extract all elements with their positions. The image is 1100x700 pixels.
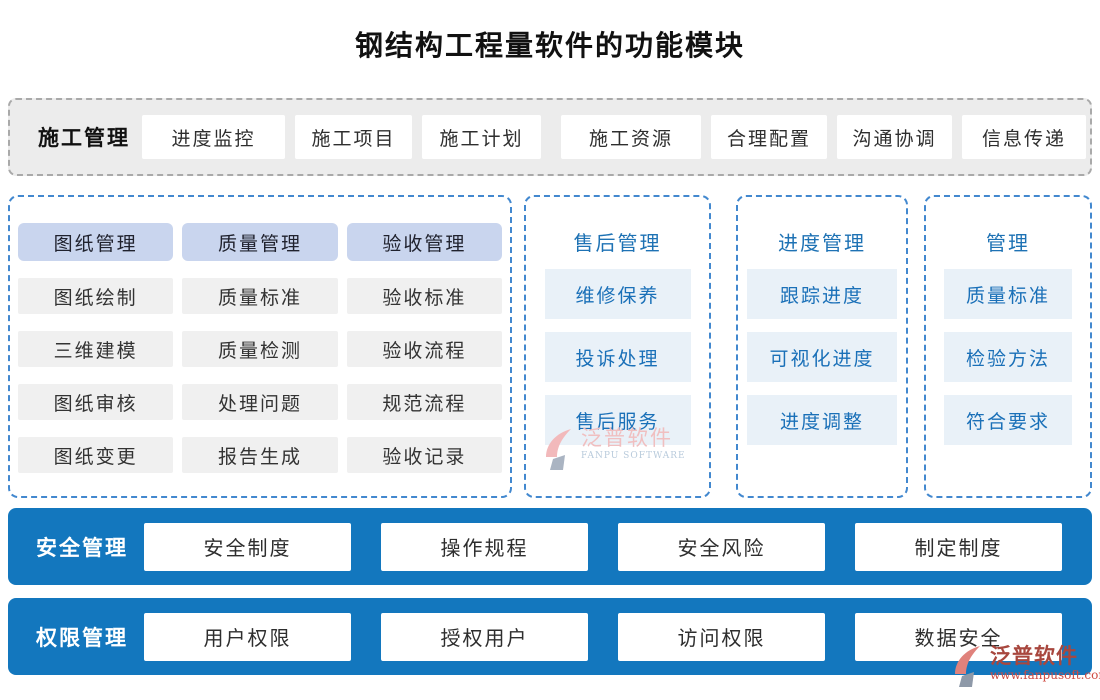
- button-meet-requirements[interactable]: 符合要求: [944, 395, 1072, 445]
- header-quality-management[interactable]: 质量管理: [182, 223, 338, 261]
- panel-management: 管理 质量标准 检验方法 符合要求: [924, 195, 1092, 498]
- button-track-progress[interactable]: 跟踪进度: [747, 269, 897, 319]
- button-complaint-handling[interactable]: 投诉处理: [544, 332, 691, 382]
- drawing-grid: 图纸管理 质量管理 验收管理 图纸绘制 质量标准 验收标准 三维建模 质量检测 …: [18, 223, 502, 473]
- button-user-permissions[interactable]: 用户权限: [144, 612, 351, 661]
- button-acceptance-standard[interactable]: 验收标准: [346, 278, 502, 314]
- panel-progress-management: 进度管理 跟踪进度 可视化进度 进度调整: [736, 195, 908, 498]
- progress-title: 进度管理: [778, 231, 866, 255]
- button-drawing-review[interactable]: 图纸审核: [18, 384, 174, 420]
- button-information-transfer[interactable]: 信息传递: [962, 115, 1086, 159]
- header-acceptance-management[interactable]: 验收管理: [346, 223, 502, 261]
- button-3d-modeling[interactable]: 三维建模: [18, 331, 174, 367]
- button-quality-standard[interactable]: 质量标准: [182, 278, 338, 314]
- button-construction-project[interactable]: 施工项目: [295, 115, 412, 159]
- button-establish-system[interactable]: 制定制度: [855, 522, 1062, 571]
- button-rational-allocation[interactable]: 合理配置: [711, 115, 827, 159]
- module-panels-band: 图纸管理 质量管理 验收管理 图纸绘制 质量标准 验收标准 三维建模 质量检测 …: [8, 195, 1092, 498]
- button-quality-standard-2[interactable]: 质量标准: [944, 269, 1072, 319]
- button-construction-plan[interactable]: 施工计划: [422, 115, 541, 159]
- button-issue-handling[interactable]: 处理问题: [182, 384, 338, 420]
- button-repair-maintenance[interactable]: 维修保养: [544, 269, 691, 319]
- button-safety-system[interactable]: 安全制度: [144, 522, 351, 571]
- button-data-security[interactable]: 数据安全: [855, 612, 1062, 661]
- button-drawing-change[interactable]: 图纸变更: [18, 437, 174, 473]
- button-after-sales-service[interactable]: 售后服务: [544, 395, 691, 445]
- button-access-rights[interactable]: 访问权限: [618, 612, 825, 661]
- page-title: 钢结构工程量软件的功能模块: [354, 29, 745, 62]
- safety-bar-label: 安全管理: [36, 534, 128, 560]
- button-safety-risk[interactable]: 安全风险: [618, 522, 825, 571]
- construction-management-bar: 施工管理 进度监控 施工项目 施工计划 施工资源 合理配置 沟通协调 信息传递: [8, 98, 1092, 176]
- button-drawing-drafting[interactable]: 图纸绘制: [18, 278, 174, 314]
- construction-bar-label: 施工管理: [38, 125, 130, 150]
- button-inspection-method[interactable]: 检验方法: [944, 332, 1072, 382]
- button-progress-adjustment[interactable]: 进度调整: [747, 395, 897, 445]
- button-standardized-process[interactable]: 规范流程: [346, 384, 502, 420]
- safety-management-bar: 安全管理 安全制度 操作规程 安全风险 制定制度: [8, 508, 1092, 585]
- button-authorized-users[interactable]: 授权用户: [381, 612, 588, 661]
- button-acceptance-process[interactable]: 验收流程: [346, 331, 502, 367]
- panel-drawing-quality-acceptance: 图纸管理 质量管理 验收管理 图纸绘制 质量标准 验收标准 三维建模 质量检测 …: [8, 195, 512, 498]
- button-communication-coordination[interactable]: 沟通协调: [837, 115, 952, 159]
- button-report-generation[interactable]: 报告生成: [182, 437, 338, 473]
- button-quality-inspection[interactable]: 质量检测: [182, 331, 338, 367]
- permission-bar-label: 权限管理: [36, 624, 128, 650]
- management-title: 管理: [986, 231, 1030, 255]
- header-drawing-management[interactable]: 图纸管理: [18, 223, 174, 261]
- button-acceptance-record[interactable]: 验收记录: [346, 437, 502, 473]
- button-construction-resources[interactable]: 施工资源: [561, 115, 701, 159]
- button-operating-procedures[interactable]: 操作规程: [381, 522, 588, 571]
- permission-management-bar: 权限管理 用户权限 授权用户 访问权限 数据安全: [8, 598, 1092, 675]
- panel-after-sales: 售后管理 维修保养 投诉处理 售后服务: [524, 195, 711, 498]
- button-progress-monitoring[interactable]: 进度监控: [142, 115, 285, 159]
- after-sales-title: 售后管理: [573, 231, 662, 255]
- button-visual-progress[interactable]: 可视化进度: [747, 332, 897, 382]
